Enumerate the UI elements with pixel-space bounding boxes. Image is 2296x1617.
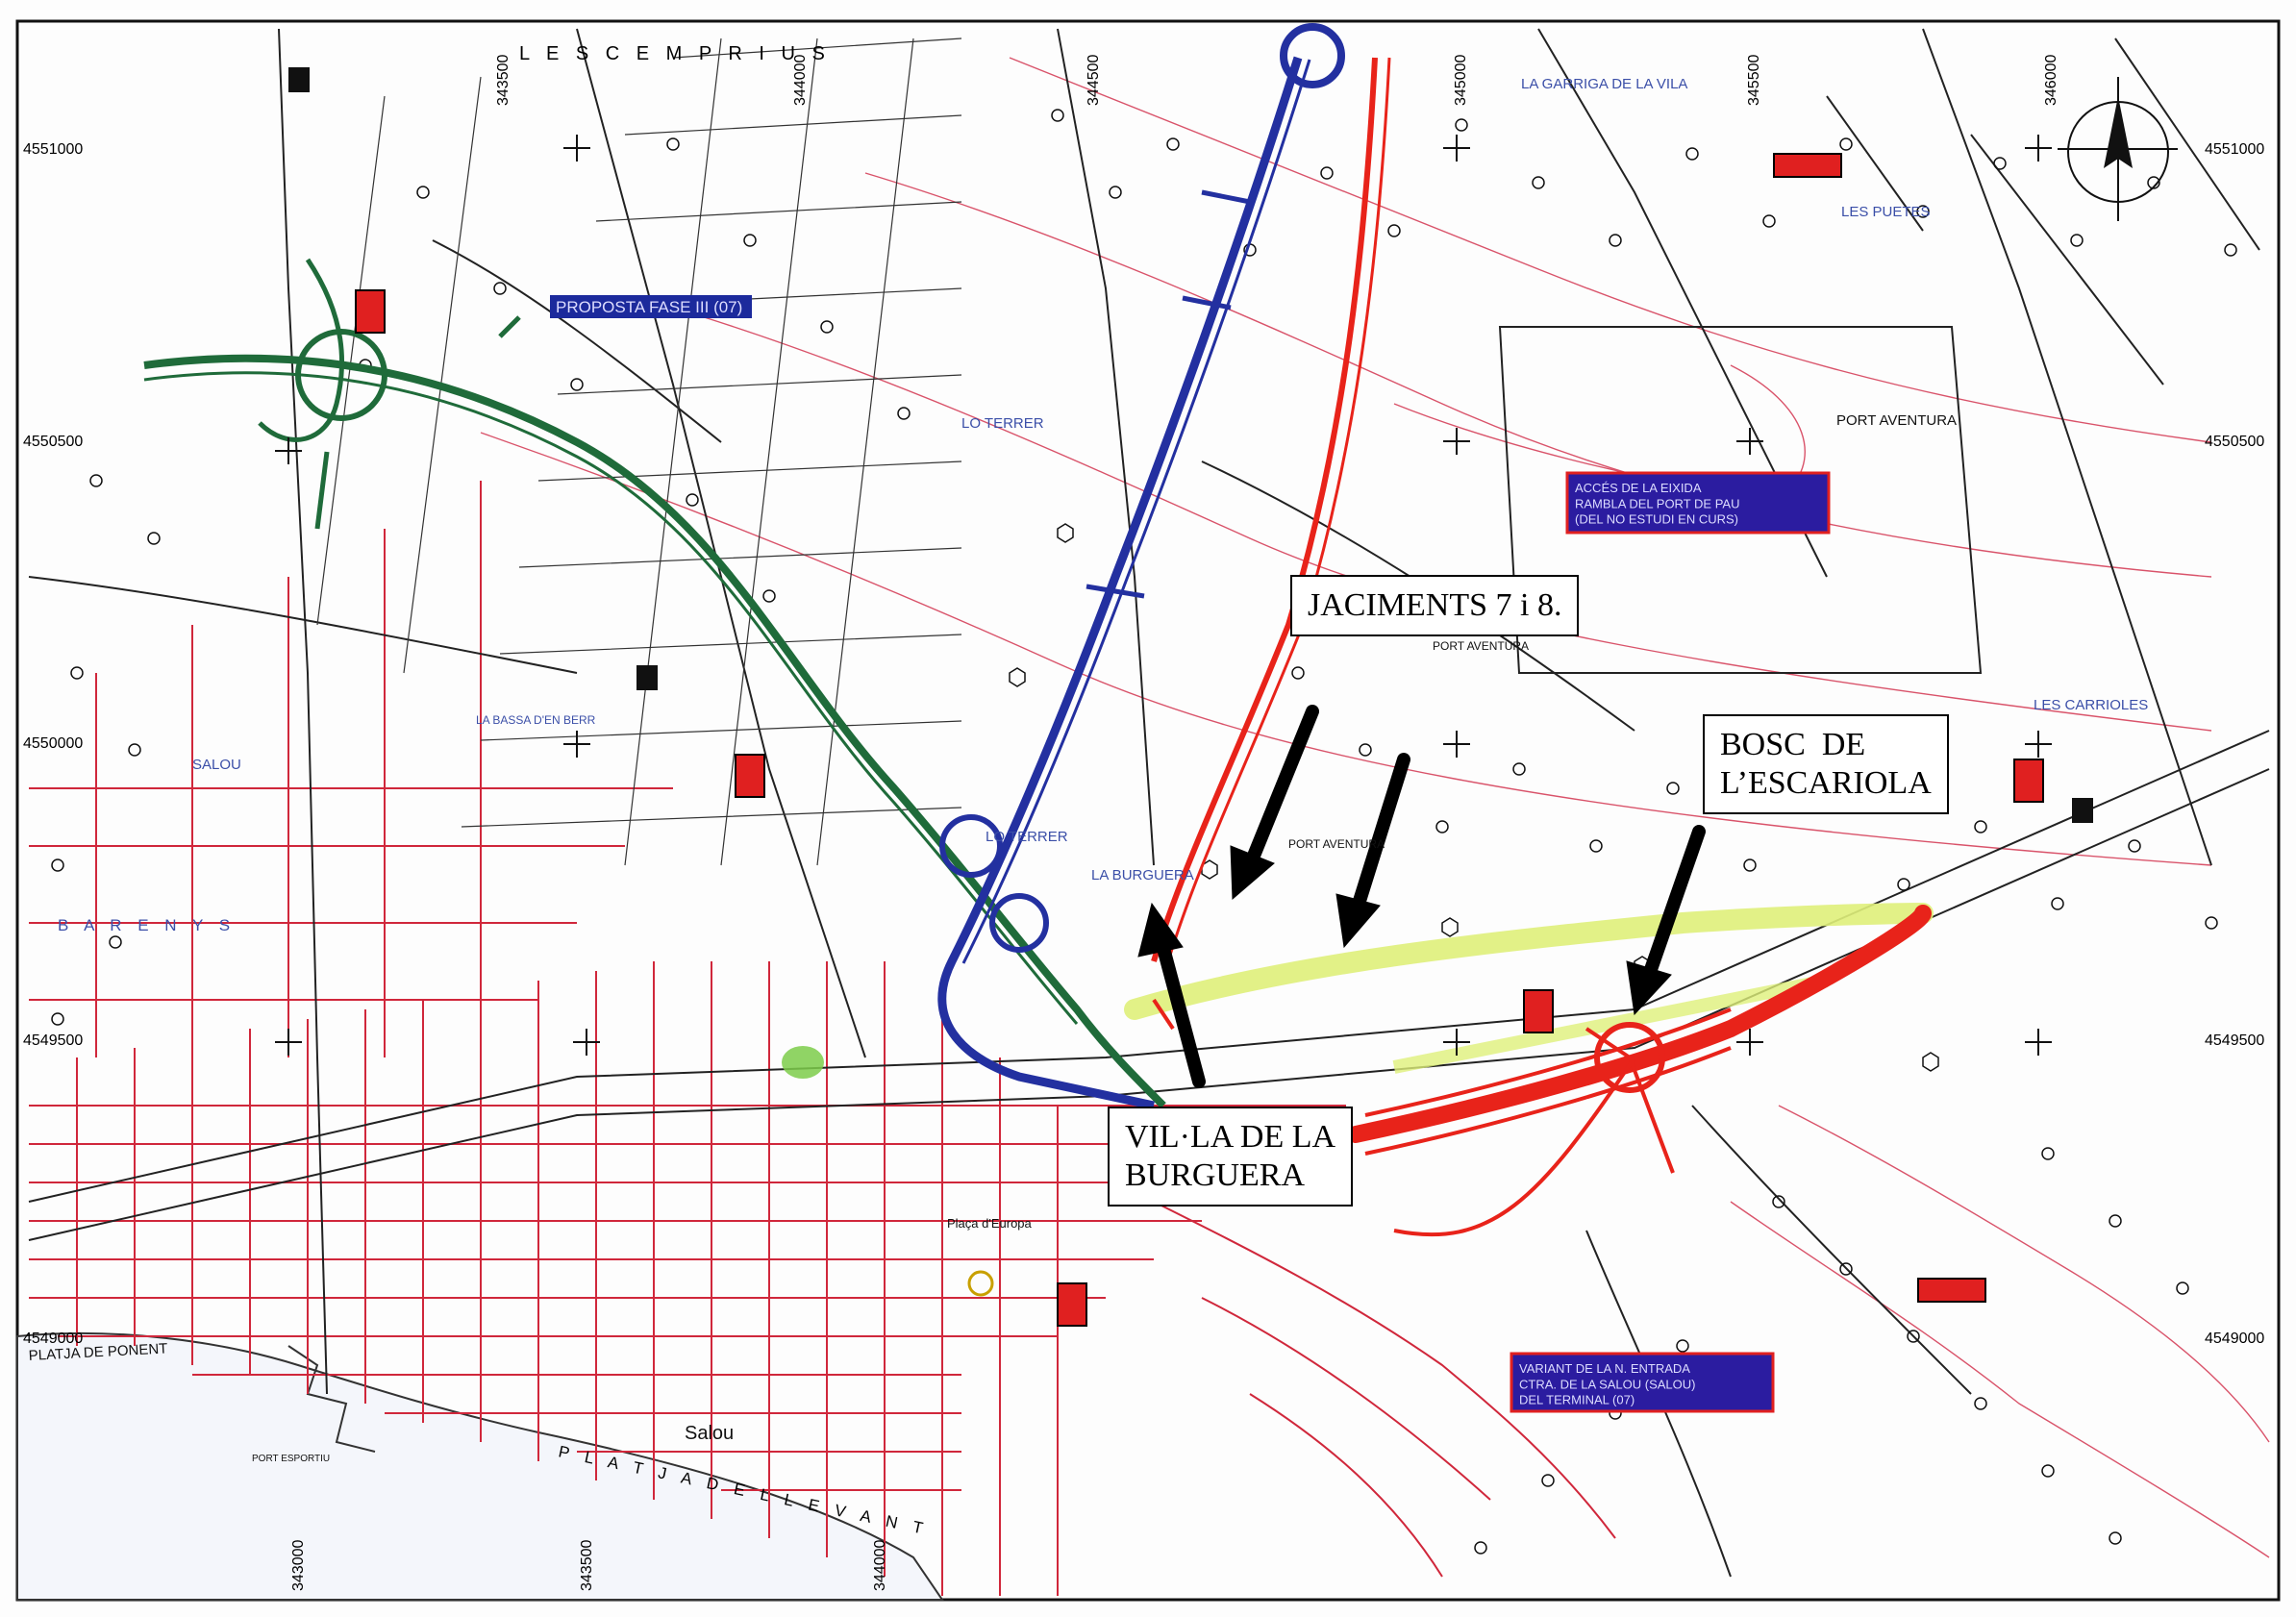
place-la-garriga: LA GARRIGA DE LA VILA [1521,76,1687,92]
coord-top-6: 346000 [2043,55,2059,106]
blue-route [937,23,1345,1110]
proposal-label-fase3: PROPOSTA FASE III (07) [550,295,752,318]
place-lo-terrer: LO TERRER [961,415,1044,432]
place-port-aventura-2: PORT AVENTURA [1433,639,1529,653]
place-salou-town: Salou [685,1423,734,1444]
place-les-puetes: LES PUETES [1841,204,1931,220]
coord-top-2: 344000 [792,55,809,106]
coord-left-4: 4549500 [23,1032,83,1049]
coord-bottom-3: 344000 [872,1540,888,1591]
coord-bottom-2: 343500 [579,1540,595,1591]
place-les-carrioles: LES CARRIOLES [2034,697,2148,713]
coord-left-2: 4550500 [23,434,83,450]
callout-bosc-escariola: BOSC DE L’ESCARIOLA [1703,714,1949,814]
coord-left-5: 4549000 [23,1331,83,1347]
coord-top-3: 344500 [1086,55,1102,106]
urban-grid [29,481,1616,1596]
compass-north-arrow-icon [2058,77,2178,221]
svg-text:PROPOSTA FASE III (07): PROPOSTA FASE III (07) [556,298,742,316]
map-frame [15,19,2281,1602]
coord-top-5: 345500 [1746,55,1762,106]
place-les-cemprius: L E S C E M P R I U S [519,43,831,64]
green-blob-marker [782,1046,824,1079]
place-lo-terrer-2: LO TERRER [986,829,1068,845]
place-port-aventura-3: PORT AVENTURA [1288,837,1385,851]
coord-right-2: 4550500 [2205,434,2264,450]
place-port-esportiu: PORT ESPORTIU [252,1454,330,1464]
callout-jaciments: JACIMENTS 7 i 8. [1290,575,1580,636]
coord-top-4: 345000 [1453,55,1469,106]
contour-lines [480,57,2270,1558]
place-placa-europa: Plaça d'Europa [947,1216,1033,1231]
place-la-burguera: LA BURGUERA [1091,867,1194,883]
tree-symbols [51,109,2237,1555]
coord-left-3: 4550000 [23,735,83,752]
coord-top-1: 343500 [495,55,512,106]
survey-crosses [275,135,2052,1056]
coord-bottom-1: 343000 [290,1540,307,1591]
callout-villa-burguera: VIL·LA DE LA BURGUERA [1108,1107,1354,1207]
field-parcels [316,37,962,866]
coord-right-4: 4549000 [2205,1331,2264,1347]
place-port-aventura: PORT AVENTURA [1836,412,1957,429]
place-la-bassa: LA BASSA D'EN BERR [476,713,596,727]
site-markers [288,67,2093,1327]
place-salou: SALOU [192,757,241,773]
green-route [143,258,1166,1108]
coord-right-1: 4551000 [2205,141,2264,158]
yellow-corridor-2 [1392,974,1829,1074]
yellow-corridor [1124,903,1934,1020]
port-pier [287,1345,376,1453]
pointer-arrows [1137,705,1706,1088]
place-barenys: B A R E N Y S [58,916,236,934]
roundabout-marker [967,1270,994,1297]
coord-left-1: 4551000 [23,141,83,158]
coord-right-3: 4549500 [2205,1032,2264,1049]
